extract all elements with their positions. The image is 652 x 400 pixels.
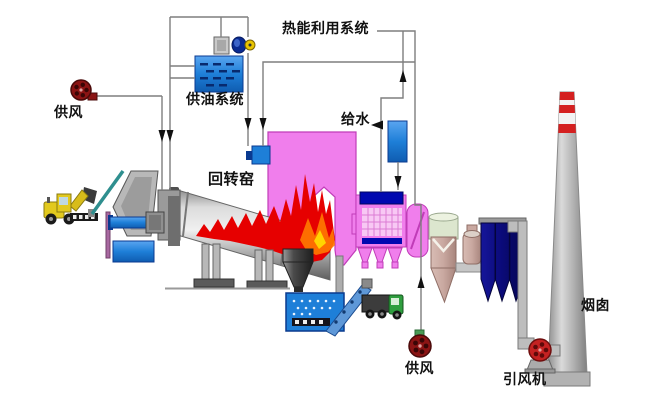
arrow-down-icon bbox=[244, 118, 252, 130]
air-supply-fan-bottom bbox=[408, 329, 432, 358]
flow-arrows bbox=[158, 70, 425, 288]
loader-vehicle bbox=[43, 187, 97, 225]
chimney bbox=[543, 91, 591, 387]
arrow-down-icon bbox=[259, 118, 267, 130]
ram-feeder bbox=[105, 211, 165, 263]
hex-bottom-drum bbox=[362, 238, 402, 244]
arrow-down-icon bbox=[394, 176, 402, 188]
hex-top-drum bbox=[359, 191, 404, 205]
label-induced-draft-fan: 引风机 bbox=[503, 372, 547, 388]
arrow-up-icon bbox=[399, 70, 407, 82]
ash-discharge-cone bbox=[282, 248, 314, 300]
loader-bucket bbox=[82, 187, 97, 204]
burner bbox=[246, 145, 271, 165]
slag-conveyor bbox=[325, 278, 373, 337]
mixing-drum bbox=[406, 203, 429, 258]
label-chimney: 烟囱 bbox=[581, 298, 610, 314]
economizer bbox=[387, 120, 408, 163]
slag-downpipe bbox=[335, 255, 344, 295]
ash-truck bbox=[361, 294, 404, 320]
heat-exchanger bbox=[351, 191, 407, 248]
arrow-down-icon bbox=[158, 130, 166, 142]
oil-tank bbox=[194, 55, 244, 93]
kiln-supports bbox=[165, 243, 290, 290]
induced-draft-fan bbox=[524, 338, 556, 374]
arrow-up-icon bbox=[417, 276, 425, 288]
label-feed-water: 给水 bbox=[341, 112, 370, 128]
feed-conveyor bbox=[88, 169, 125, 217]
kiln-flame bbox=[196, 174, 335, 262]
flue-pipe bbox=[507, 220, 561, 357]
pipe-network bbox=[91, 16, 422, 331]
air-supply-fan-left bbox=[70, 79, 98, 101]
label-air-supply-bottom: 供风 bbox=[405, 361, 434, 377]
oil-supply-system bbox=[194, 36, 256, 93]
buffer-vessel bbox=[462, 224, 482, 265]
label-air-supply-left: 供风 bbox=[54, 105, 83, 121]
label-heat-utilization-system: 热能利用系统 bbox=[282, 21, 369, 37]
label-rotary-kiln: 回转窑 bbox=[208, 170, 255, 188]
hydraulic-unit bbox=[112, 240, 155, 263]
arrow-left-icon bbox=[371, 120, 383, 130]
hex-hoppers bbox=[357, 247, 403, 269]
cyclone-separator bbox=[428, 212, 485, 304]
label-oil-supply-system: 供油系统 bbox=[186, 92, 244, 108]
chimney-base bbox=[543, 371, 591, 387]
arrow-down-icon bbox=[166, 130, 174, 142]
